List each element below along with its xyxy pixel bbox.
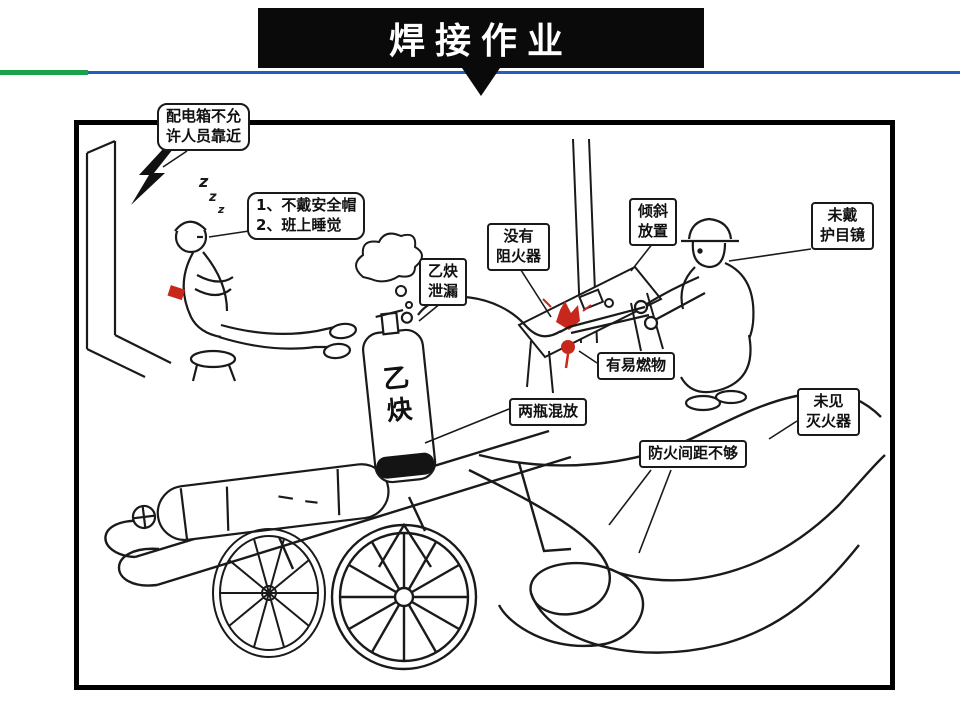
callout-no-extinguisher-warning: 未见 灭火器	[797, 388, 861, 436]
illustration-frame: z z z	[74, 103, 895, 690]
callout-mixed-cylinders-warning: 两瓶混放	[509, 398, 588, 426]
flame-and-fire	[542, 298, 592, 369]
welding-torch	[559, 305, 650, 335]
title-banner: 焊接作业	[258, 8, 704, 68]
callout-line: 乙炔	[428, 262, 459, 280]
electric-hazard-bolt	[131, 149, 173, 205]
callout-line: 未见	[813, 392, 844, 410]
svg-text:z: z	[217, 203, 225, 216]
callout-no-helmet-sleeping-warning: 1、不戴安全帽 2、班上睡觉	[247, 192, 366, 240]
cylinder-label-char-2: 炔	[385, 395, 414, 428]
callout-pointer-lines	[162, 150, 812, 554]
callout-line: 配电箱不允	[166, 107, 242, 125]
svg-text:z: z	[208, 190, 217, 205]
callout-fire-distance-warning: 防火间距不够	[639, 440, 748, 468]
callout-line: 两瓶混放	[518, 402, 579, 420]
cart-wheel-small	[212, 528, 326, 658]
callout-acetylene-leak-warning: 乙炔 泄漏	[419, 258, 468, 306]
callout-line: 2、班上睡觉	[256, 215, 342, 234]
callout-line: 倾斜	[638, 202, 669, 220]
svg-text:z: z	[198, 172, 209, 191]
title-pointer-triangle	[462, 68, 500, 96]
smoke-puff	[355, 232, 423, 309]
wall-corner	[85, 139, 172, 378]
callout-no-flame-arrester-warning: 没有 阻火器	[487, 223, 551, 271]
callout-line: 有易燃物	[606, 356, 667, 374]
callout-line: 灭火器	[806, 411, 852, 430]
sleep-zzz-text: z z z	[198, 172, 225, 216]
cart-wheel-large	[330, 523, 478, 671]
divider-green-segment	[0, 70, 88, 75]
callout-tilted-placement-warning: 倾斜 放置	[629, 198, 678, 246]
header-divider-line	[0, 70, 960, 75]
sleeping-worker-figure	[174, 220, 358, 382]
callout-line: 许人员靠近	[166, 126, 242, 145]
page-title: 焊接作业	[388, 21, 573, 62]
callout-line: 放置	[638, 221, 669, 240]
callout-distribution-box-warning: 配电箱不允 许人员靠近	[157, 103, 251, 151]
callout-line: 泄漏	[428, 281, 459, 300]
callout-line: 护目镜	[820, 225, 866, 244]
cylinder-label-char-1: 乙	[382, 363, 411, 396]
divider-blue-segment	[88, 71, 960, 74]
callout-line: 1、不戴安全帽	[256, 196, 357, 214]
red-armband	[167, 285, 186, 301]
acetylene-cylinder: 乙 炔	[362, 308, 437, 484]
callout-line: 阻火器	[496, 246, 542, 265]
callout-no-goggles-warning: 未戴 护目镜	[811, 202, 875, 250]
callout-flammable-materials-warning: 有易燃物	[597, 352, 676, 380]
callout-line: 防火间距不够	[648, 444, 739, 462]
welding-scene-illustration: z z z	[85, 138, 886, 671]
welder-figure	[633, 217, 755, 412]
horizontal-cylinder	[131, 463, 390, 542]
callout-line: 没有	[503, 227, 534, 245]
callout-line: 未戴	[827, 206, 858, 224]
